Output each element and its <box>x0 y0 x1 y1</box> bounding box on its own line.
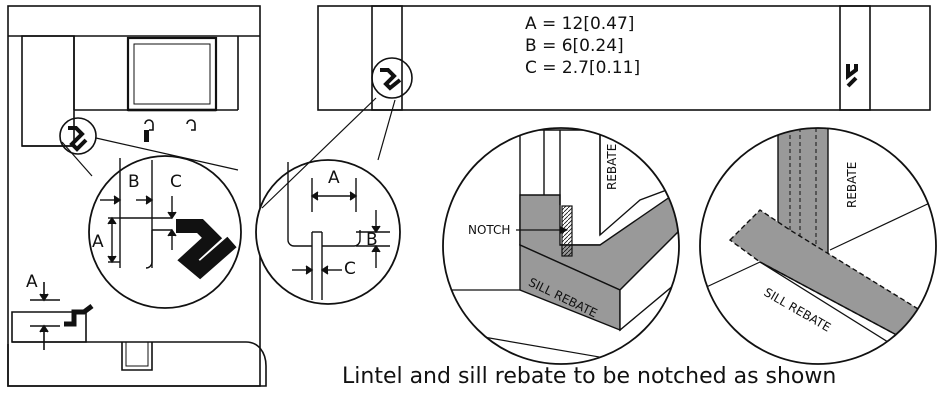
dim-label-a-sill: A <box>26 272 38 292</box>
notch-detail-geometry <box>443 128 679 364</box>
dim-label-b-2: B <box>366 230 378 250</box>
detail-circle-large-2 <box>255 159 401 305</box>
z-profile-small-1 <box>68 126 88 152</box>
detail-circle-small-2 <box>371 57 413 99</box>
sill-detail-geometry <box>700 128 936 364</box>
dim-label-c-2: C <box>344 259 356 279</box>
z-profile-small-3 <box>846 64 858 88</box>
detail-circle-sill <box>699 127 937 365</box>
dim-label-c-1: C <box>170 172 182 192</box>
detail-1-geometry <box>100 158 177 269</box>
rebate-label-1: REBATE <box>605 143 619 190</box>
notch-label: NOTCH <box>468 223 511 237</box>
detail-circle-small-1 <box>59 117 97 155</box>
sill-elevation <box>7 282 267 387</box>
hook-profile <box>144 130 149 142</box>
detail-2-geometry <box>287 162 390 300</box>
dim-label-a-2: A <box>328 168 340 188</box>
detail-circle-notch <box>442 127 680 365</box>
lintel-elevation <box>317 5 931 111</box>
rebate-label-2: REBATE <box>845 161 859 208</box>
z-profile-sill <box>64 304 94 327</box>
legend-c: C = 2.7[0.11] <box>525 58 641 78</box>
dim-label-b-1: B <box>128 172 140 192</box>
caption: Lintel and sill rebate to be notched as … <box>342 364 837 389</box>
z-profile-large-1 <box>176 219 237 280</box>
legend-a: A = 12[0.47] <box>525 14 635 34</box>
z-profile-small-2 <box>380 68 402 91</box>
legend-b: B = 6[0.24] <box>525 36 624 56</box>
dim-label-a-1: A <box>92 232 104 252</box>
